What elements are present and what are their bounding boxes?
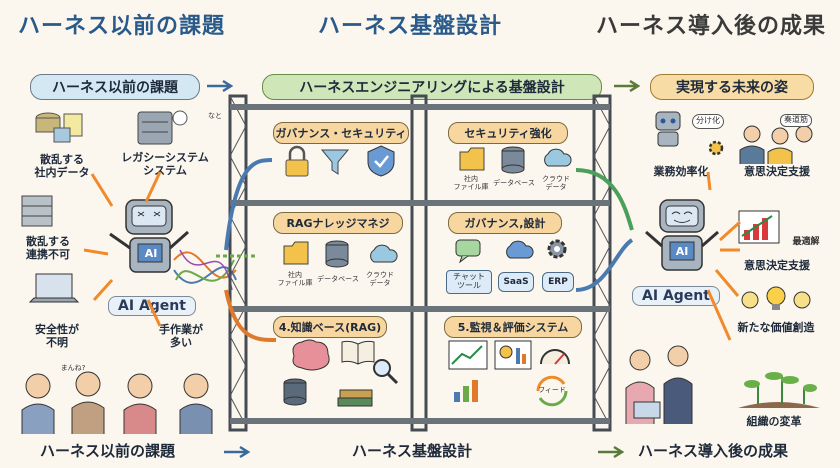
robot-after-screen: AI <box>675 245 689 258</box>
panel-sec-strong-title: セキュリティ強化 <box>448 122 568 144</box>
plant-icon <box>738 372 820 408</box>
scattered-data-label: 散乱する 社内データ <box>34 153 90 179</box>
filter-icon <box>320 149 350 175</box>
center-title: ハーネス基盤設計 <box>318 14 503 39</box>
legacy-server-icon <box>137 110 188 145</box>
left-banner: ハーネス以前の課題 <box>30 74 200 100</box>
cloud-icon-2 <box>370 244 398 263</box>
books-icon <box>337 389 373 407</box>
connection-pipes <box>216 158 634 342</box>
database-icon-3 <box>283 378 307 406</box>
database-label-2: データベース <box>317 275 359 283</box>
lightbulb-icon <box>741 286 811 310</box>
database-icon-2 <box>325 240 349 268</box>
right-banner: 実現する未来の姿 <box>650 74 814 100</box>
result-arrows <box>706 171 742 341</box>
people-meeting-icon <box>739 125 813 164</box>
people-after-icon <box>625 345 693 424</box>
database-label-1: データベース <box>493 179 535 187</box>
panel-gov-sec-title: ガバナンス・セキュリティ <box>273 122 409 144</box>
cycle-icon <box>536 375 568 407</box>
new-value-label: 新たな価値創造 <box>737 321 815 334</box>
chat-label: チャット ツール <box>446 270 492 294</box>
cloud-icon-3 <box>506 240 534 259</box>
panel-gov-design-title: ガバナンス,設計 <box>448 212 562 234</box>
agent-after-label: AI Agent <box>632 286 720 307</box>
lock-icon <box>285 145 309 177</box>
panel-knowledge-title: 4.知識ベース(RAG) <box>273 316 387 338</box>
right-title: ハーネス導入後の成果 <box>596 14 827 39</box>
saas-tag: SaaS <box>498 272 534 292</box>
people-bubble-after: 奏道筋 <box>780 114 812 127</box>
file-server-label-1: 社内 ファイル庫 <box>453 175 489 191</box>
gear-icon <box>547 239 567 259</box>
feed-label: フィード <box>538 386 566 394</box>
footer-arrow-2 <box>598 445 625 459</box>
book-icon <box>341 340 375 365</box>
efficiency-label: 業務効率化 <box>653 165 709 178</box>
people-bubble: まんね? <box>60 364 86 372</box>
file-server-label-2: 社内 ファイル庫 <box>277 271 313 287</box>
cloud-label-2: クラウド データ <box>366 271 394 287</box>
scattered-data-icon <box>35 112 83 143</box>
gauge-icon <box>540 349 570 365</box>
erp-tag: ERP <box>542 272 574 292</box>
center-banner: ハーネスエンジニアリングによる基盤設計 <box>262 74 602 100</box>
left-title: ハーネス以前の課題 <box>18 14 226 39</box>
magnifier-icon <box>373 359 399 385</box>
banner-arrow-2 <box>614 79 641 93</box>
footer-arrow-1 <box>224 445 251 459</box>
legacy-bubble: なと <box>208 112 222 120</box>
brain-icon <box>292 339 330 371</box>
file-server-icon-2 <box>283 241 309 265</box>
robot-after-small-icon <box>655 111 681 147</box>
people-before-icon <box>21 371 213 434</box>
shield-icon <box>367 145 395 177</box>
laptop-icon <box>28 273 80 303</box>
robot-bubble: 分け化 <box>692 114 724 129</box>
dashboard-icon <box>494 340 532 370</box>
scattered-link-label: 散乱する 連携不可 <box>26 235 70 261</box>
cloud-icon-1 <box>544 148 572 167</box>
line-chart-icon <box>448 340 488 370</box>
server-stack-icon <box>21 195 53 227</box>
bar-chart-icon <box>454 380 478 402</box>
optimal-label: 最適解 <box>792 237 820 247</box>
robot-before-screen: AI <box>144 247 158 260</box>
decision2-label: 意思決定支援 <box>744 259 810 272</box>
banner-arrow-1 <box>207 79 234 93</box>
panel-rag-title: RAGナレッジマネジ <box>273 212 403 234</box>
security-label: 安全性が 不明 <box>35 323 79 349</box>
legacy-label: レガシーシステム システム <box>121 151 209 177</box>
file-server-icon-1 <box>459 147 485 171</box>
robot-before-icon <box>109 199 189 273</box>
org-change-label: 組織の変革 <box>746 415 802 428</box>
gear-after-icon <box>708 140 724 156</box>
decision1-label: 意思決定支援 <box>744 165 810 178</box>
robot-after-icon <box>645 199 719 271</box>
problem-arrows <box>83 171 162 327</box>
database-icon-1 <box>501 146 525 174</box>
footer-center: ハーネス基盤設計 <box>352 442 473 460</box>
chat-icon <box>455 239 481 264</box>
optimal-chart-icon <box>738 210 780 244</box>
manual-label: 手作業が 多い <box>159 323 203 349</box>
scaffold-frame <box>228 94 612 432</box>
footer-left: ハーネス以前の課題 <box>40 442 176 460</box>
panel-monitor-title: 5.監視＆評価システム <box>444 316 582 338</box>
footer-right: ハーネス導入後の成果 <box>638 442 789 460</box>
cloud-label-1: クラウド データ <box>542 175 570 191</box>
